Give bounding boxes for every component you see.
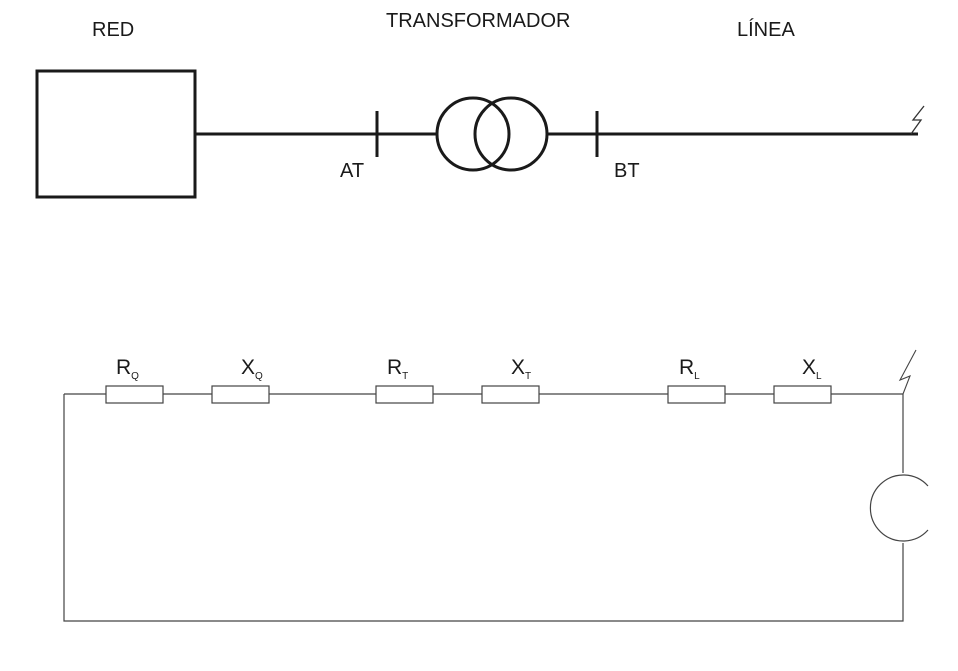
impedance-label: XT bbox=[511, 356, 531, 382]
equivalent-circuit bbox=[63, 349, 929, 622]
impedance-xt: XT bbox=[481, 356, 540, 404]
fault-symbol-bottom-icon bbox=[898, 349, 917, 395]
impedance-xq: XQ bbox=[211, 356, 270, 404]
return-wire bbox=[63, 394, 904, 622]
resistor-box bbox=[667, 385, 726, 404]
resistor-box bbox=[105, 385, 164, 404]
lightning-fault-icon bbox=[910, 105, 925, 135]
impedance-rq: RQ bbox=[105, 356, 164, 404]
transformer-icon bbox=[435, 96, 549, 172]
header-linea: LÍNEA bbox=[737, 18, 795, 41]
impedance-label: RQ bbox=[116, 356, 139, 382]
impedance-label: XL bbox=[802, 356, 822, 382]
reactance-box bbox=[211, 385, 270, 404]
impedance-label: RL bbox=[679, 356, 700, 382]
voltage-source-icon bbox=[869, 474, 929, 542]
impedance-rl: RL bbox=[667, 356, 726, 404]
impedance-rt: RT bbox=[375, 356, 434, 404]
reactance-box bbox=[481, 385, 540, 404]
impedance-label: RT bbox=[387, 356, 408, 382]
resistor-box bbox=[375, 385, 434, 404]
bus-label-bt: BT bbox=[614, 160, 640, 182]
header-transformador: TRANSFORMADOR bbox=[386, 10, 570, 32]
reactance-box bbox=[773, 385, 832, 404]
bus-label-at: AT bbox=[340, 160, 364, 182]
impedance-label: XQ bbox=[241, 356, 263, 382]
header-red: RED bbox=[92, 19, 134, 41]
impedance-xl: XL bbox=[773, 356, 832, 404]
grid-block bbox=[35, 69, 197, 199]
